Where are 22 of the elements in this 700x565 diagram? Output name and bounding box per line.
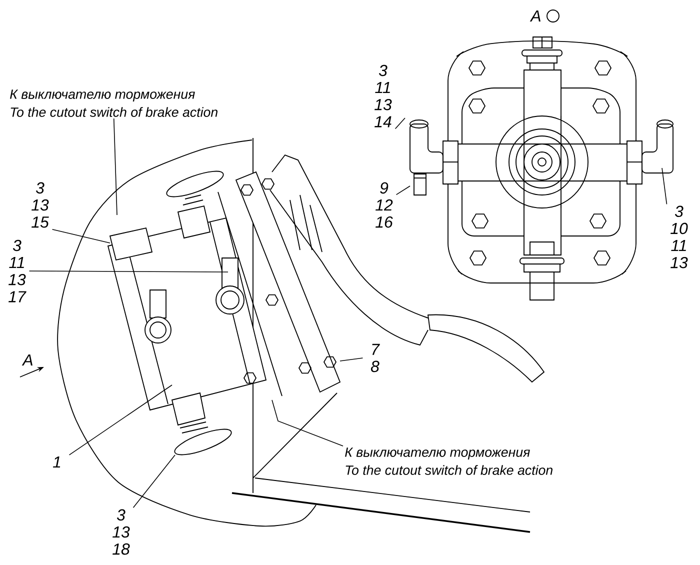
callout-number: 3 10 11 13	[670, 206, 688, 268]
leader-line	[68, 384, 172, 456]
leader-line	[396, 186, 410, 196]
leader-line	[52, 228, 110, 244]
view-label: A	[22, 354, 32, 366]
leader-line	[272, 400, 344, 446]
callout-number: 3 11 13 17	[8, 240, 26, 302]
leader-line	[394, 118, 406, 130]
callout-number: 3 13 15	[32, 182, 49, 228]
leader-line	[340, 358, 364, 362]
note-text: К выключателю торможения To the cutout switch of brake action	[345, 448, 552, 475]
leader-line	[113, 118, 118, 216]
leader-line	[132, 454, 176, 508]
callout-number: 7 8	[370, 344, 380, 372]
callout-number: 3 13 18	[112, 509, 130, 555]
callout-number: 3 11 13 14	[374, 64, 392, 128]
leader-line	[662, 168, 668, 205]
note-text: К выключателю торможения To the cutout switch of brake action	[10, 90, 218, 117]
leader-line	[28, 270, 228, 272]
callout-number: 9 12 16	[376, 182, 393, 228]
view-label: A	[530, 10, 540, 22]
callout-number: 1	[52, 456, 60, 468]
